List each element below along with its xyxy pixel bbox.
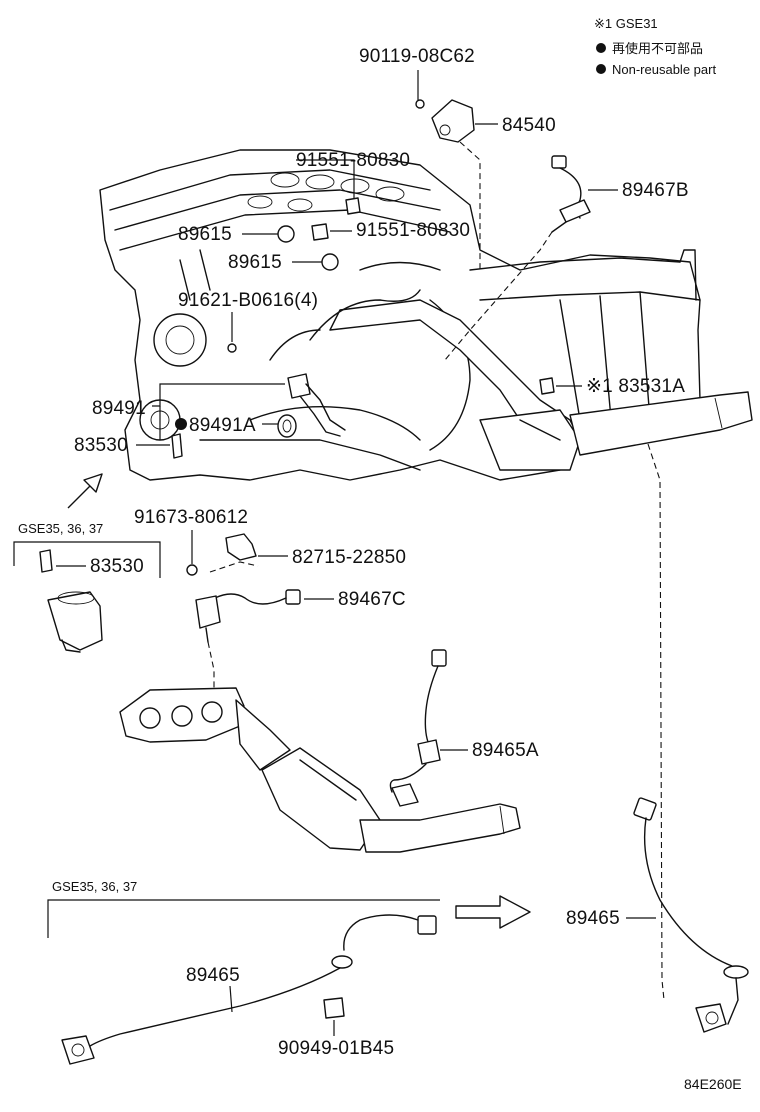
label-91551-80830-lower: 91551-80830	[356, 220, 470, 241]
label-83530-main: 83530	[74, 435, 128, 456]
variant-label-upper: GSE35, 36, 37	[18, 521, 103, 536]
label-83530-variant: 83530	[90, 556, 144, 577]
sensor-89467B-illustration	[551, 155, 591, 233]
engine-assembly-illustration	[99, 149, 753, 481]
label-91673-80612: 91673-80612	[134, 507, 248, 528]
sensor-89465A-illustration	[389, 649, 447, 793]
legend-item-en: Non-reusable part	[612, 62, 716, 77]
label-89467B: 89467B	[622, 180, 689, 201]
diagram-code: 84E260E	[684, 1076, 742, 1092]
label-89467C: 89467C	[338, 589, 406, 610]
legend-note: ※1 GSE31	[594, 16, 658, 31]
sensor-89465-left-illustration	[61, 914, 437, 1065]
arrow-right-icon	[455, 895, 531, 929]
legend-item-jp: 再使用不可部品	[612, 41, 703, 56]
arrow-up-right-icon	[67, 473, 103, 509]
bullet-icon	[596, 64, 606, 74]
label-89615-upper: 89615	[178, 224, 232, 245]
label-89491: 89491	[92, 398, 146, 419]
sensor-84540-illustration	[415, 99, 475, 143]
label-89465-right: 89465	[566, 908, 620, 929]
sensor-89465-right-illustration	[633, 797, 749, 1033]
exhaust-manifold-illustration	[119, 687, 521, 853]
sensor-89467C-illustration	[195, 589, 301, 643]
label-83531A: ※1 83531A	[586, 376, 685, 397]
label-91621-B0616: 91621-B0616(4)	[178, 290, 318, 311]
variant-label-lower: GSE35, 36, 37	[52, 879, 137, 894]
label-89465A: 89465A	[472, 740, 539, 761]
bullet-icon	[596, 43, 606, 53]
label-90119-08C62: 90119-08C62	[359, 46, 475, 67]
label-89491A: 89491A	[189, 415, 256, 436]
label-89465-left: 89465	[186, 965, 240, 986]
label-82715-22850: 82715-22850	[292, 547, 406, 568]
non-reusable-bullet-icon	[175, 418, 187, 430]
label-90949-01B45: 90949-01B45	[278, 1038, 394, 1059]
label-84540: 84540	[502, 115, 556, 136]
sensor-83530-illustration	[47, 591, 103, 653]
label-89615-lower: 89615	[228, 252, 282, 273]
